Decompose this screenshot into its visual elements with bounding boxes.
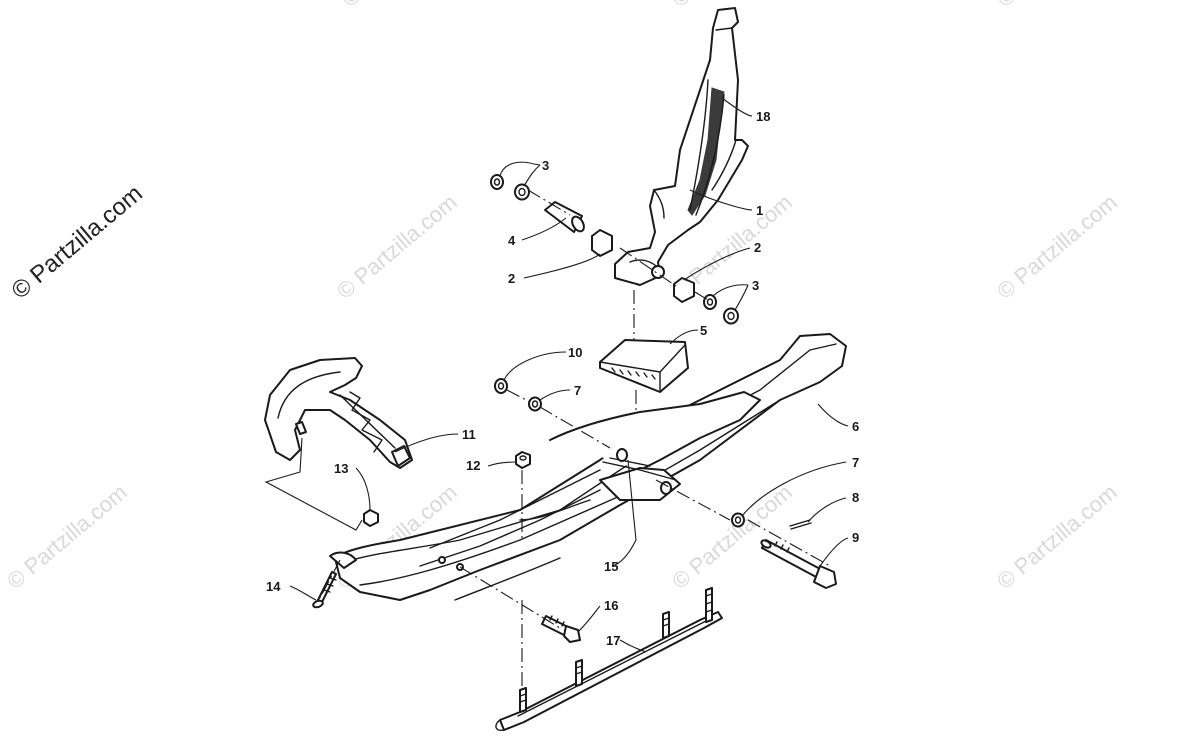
watermark: © Partzilla.com	[337, 0, 467, 12]
callout-11: 11	[462, 427, 476, 442]
callout-3-right: 3	[752, 278, 759, 293]
watermark: © Partzilla.com	[992, 189, 1122, 303]
callout-2-left: 2	[508, 271, 515, 286]
watermark: © Partzilla.com	[332, 189, 462, 303]
callout-3-left: 3	[542, 158, 549, 173]
leader-lines	[264, 97, 849, 653]
part-3-left-hardware	[490, 174, 530, 201]
callout-9: 9	[852, 530, 859, 545]
callout-4: 4	[508, 233, 516, 248]
callout-labels: 18 1 3 4 2 2 3 5 10 7 6 11 12 13 7 8 9 1…	[266, 109, 859, 648]
callout-5: 5	[700, 323, 707, 338]
callout-7-top: 7	[574, 383, 581, 398]
callout-13: 13	[334, 461, 348, 476]
callout-2-right: 2	[754, 240, 761, 255]
part-3-right-hardware	[703, 294, 739, 325]
callout-10: 10	[568, 345, 582, 360]
part-2-right-bushing	[673, 277, 695, 303]
watermark: © Partzilla.com	[992, 0, 1122, 12]
callout-18: 18	[756, 109, 770, 124]
callout-16: 16	[604, 598, 618, 613]
callout-7-lower: 7	[852, 455, 859, 470]
part-14-bolt	[312, 571, 337, 609]
callout-17: 17	[606, 633, 620, 648]
watermark: © Partzilla.com	[992, 479, 1122, 593]
part-8-cotter-pin	[789, 519, 812, 530]
watermark: © Partzilla.com	[2, 479, 132, 593]
callout-8: 8	[852, 490, 859, 505]
callout-15: 15	[604, 559, 618, 574]
part-6-ski	[329, 333, 847, 601]
part-12-nut	[515, 451, 531, 469]
spindle-decal	[687, 87, 725, 216]
part-17-runner	[495, 587, 723, 732]
partzilla-watermark: © Partzilla.com	[7, 180, 148, 305]
part-5-rubber-block	[599, 339, 689, 393]
callout-14: 14	[266, 579, 281, 594]
callout-6: 6	[852, 419, 859, 434]
ski-spindle	[614, 7, 749, 286]
part-7-washer-top	[528, 396, 542, 412]
part-13-nut	[363, 509, 379, 527]
part-10-nut	[494, 378, 508, 394]
callout-1: 1	[756, 203, 763, 218]
callout-12: 12	[466, 458, 480, 473]
part-7-washer-lower	[731, 512, 745, 528]
part-9-bolt	[760, 539, 837, 589]
part-2-left-bushing	[591, 229, 613, 257]
part-11-ski-handle	[264, 357, 413, 469]
